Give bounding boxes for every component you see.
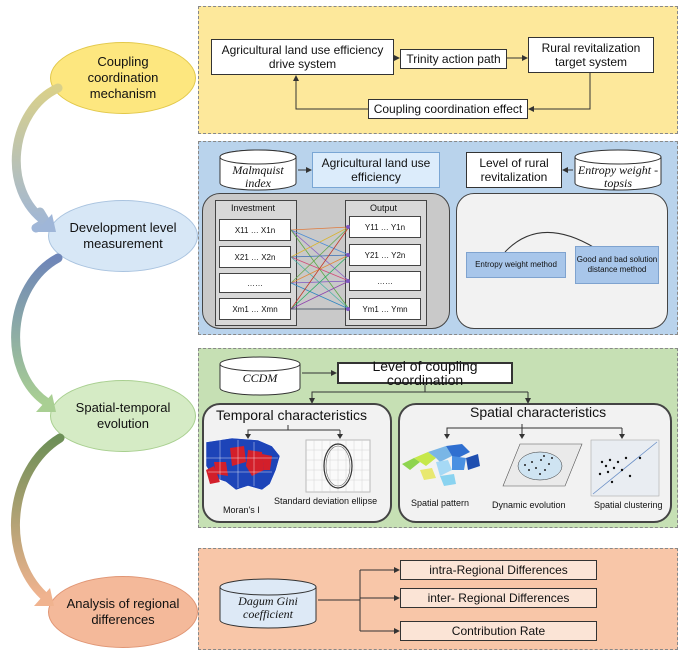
- step-development-level: Development level measurement: [48, 200, 198, 272]
- entropy-method-box: Entropy weight method: [466, 252, 566, 278]
- dynamic-evolution-image: [502, 443, 583, 487]
- rural-level-box: Level of rural revitalization: [466, 152, 562, 188]
- step-coupling-mechanism: Coupling coordination mechanism: [50, 42, 196, 114]
- temporal-title: Temporal characteristics: [216, 407, 367, 423]
- arrow-head-2: [36, 394, 56, 412]
- coupling-effect-box: Coupling coordination effect: [368, 99, 528, 119]
- morans-caption: Moran's I: [223, 505, 260, 515]
- inter-regional-box: inter- Regional Differences: [400, 588, 597, 608]
- trinity-label: Trinity action path: [406, 52, 501, 66]
- arrow-step2-to-step3: [11, 253, 63, 407]
- entropy-topsis-cylinder: Entropy weight -topsis: [573, 149, 663, 191]
- entropy-topsis-label: Entropy weight -topsis: [577, 163, 659, 190]
- input-row: ……: [219, 273, 291, 293]
- ale-box: Agricultural land use efficiency: [312, 152, 440, 188]
- good-bad-method-box: Good and bad solution distance method: [575, 246, 659, 284]
- dynamic-evolution-caption: Dynamic evolution: [492, 500, 566, 510]
- spatial-pattern-image: [402, 444, 480, 486]
- output-row: Y11 … Y1n: [349, 216, 421, 238]
- output-row: Y21 … Y2n: [349, 244, 421, 266]
- morans-map-image: [205, 437, 281, 491]
- spatial-title: Spatial characteristics: [470, 404, 607, 420]
- intra-regional-label: intra-Regional Differences: [429, 563, 568, 577]
- coupling-effect-label: Coupling coordination effect: [373, 102, 523, 116]
- drive-system-label: Agricultural land use efficiency drive s…: [221, 43, 384, 71]
- output-header: Output: [370, 203, 398, 213]
- step-label: Coupling coordination mechanism: [87, 54, 159, 101]
- spatial-clustering-image: [590, 439, 660, 497]
- dagum-label: Dagum Gini coefficient: [238, 594, 298, 621]
- trinity-path-box: Trinity action path: [400, 49, 507, 69]
- contribution-rate-box: Contribution Rate: [400, 621, 597, 641]
- sde-plot-image: [305, 439, 371, 493]
- step-spatial-temporal: Spatial-temporal evolution: [50, 380, 196, 452]
- input-row: Xm1 … Xmn: [219, 298, 291, 320]
- ccdm-cylinder: CCDM: [218, 356, 302, 396]
- step-label: Analysis of regional differences: [66, 596, 180, 627]
- input-row: X21 … X2n: [219, 246, 291, 268]
- ale-label: Agricultural land use efficiency: [321, 156, 431, 184]
- contribution-rate-label: Contribution Rate: [451, 624, 546, 638]
- spatial-clustering-caption: Spatial clustering: [594, 500, 663, 510]
- target-system-box: Rural revitalization target system: [528, 37, 654, 73]
- rural-level-label: Level of rural revitalization: [479, 156, 549, 184]
- drive-system-box: Agricultural land use efficiency drive s…: [211, 39, 394, 75]
- target-system-label: Rural revitalization target system: [541, 41, 641, 69]
- step-label: Spatial-temporal evolution: [75, 400, 171, 431]
- step-regional-differences: Analysis of regional differences: [48, 576, 198, 648]
- inter-regional-label: inter- Regional Differences: [427, 591, 570, 605]
- arrow-step3-to-step4: [11, 433, 65, 601]
- malmquist-label: Malmquist index: [232, 163, 284, 190]
- input-row: X11 … X1n: [219, 219, 291, 241]
- sde-caption: Standard deviation ellipse: [274, 496, 378, 506]
- ccdm-label: CCDM: [242, 371, 278, 385]
- coupling-level-box: Level of coupling coordination: [337, 358, 513, 388]
- arrow-head-3: [34, 588, 54, 606]
- intra-regional-box: intra-Regional Differences: [400, 560, 597, 580]
- investment-header: Investment: [231, 203, 276, 213]
- arrow-head-1: [36, 214, 56, 232]
- malmquist-cylinder: Malmquist index: [218, 149, 298, 191]
- spatial-pattern-caption: Spatial pattern: [411, 498, 470, 508]
- dagum-cylinder: Dagum Gini coefficient: [218, 578, 318, 630]
- step-label: Development level measurement: [69, 220, 177, 251]
- coupling-level-label: Level of coupling coordination: [372, 358, 478, 388]
